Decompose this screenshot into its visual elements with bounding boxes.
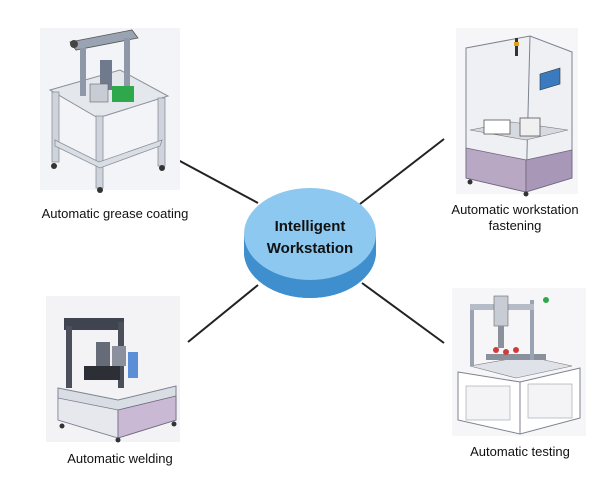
caption-testing: Automatic testing <box>470 444 570 459</box>
fastening-machine-image <box>456 28 578 197</box>
connector-weld <box>187 284 259 343</box>
caption-grease-coating: Automatic grease coating <box>41 206 189 221</box>
caption-workstation-fastening: Automatic workstation fastening <box>451 202 579 233</box>
welding-machine-image <box>46 296 180 443</box>
hub-node <box>244 188 376 298</box>
hub-title-line-2: Workstation <box>266 240 354 257</box>
grease-coating-machine-image <box>40 28 180 193</box>
connector-fasten <box>359 138 445 205</box>
testing-machine-image <box>452 288 586 436</box>
caption-welding: Automatic welding <box>67 451 173 466</box>
connector-test <box>361 282 445 344</box>
connector-grease <box>177 159 259 204</box>
hub-title-line-1: Intelligent <box>274 218 346 235</box>
